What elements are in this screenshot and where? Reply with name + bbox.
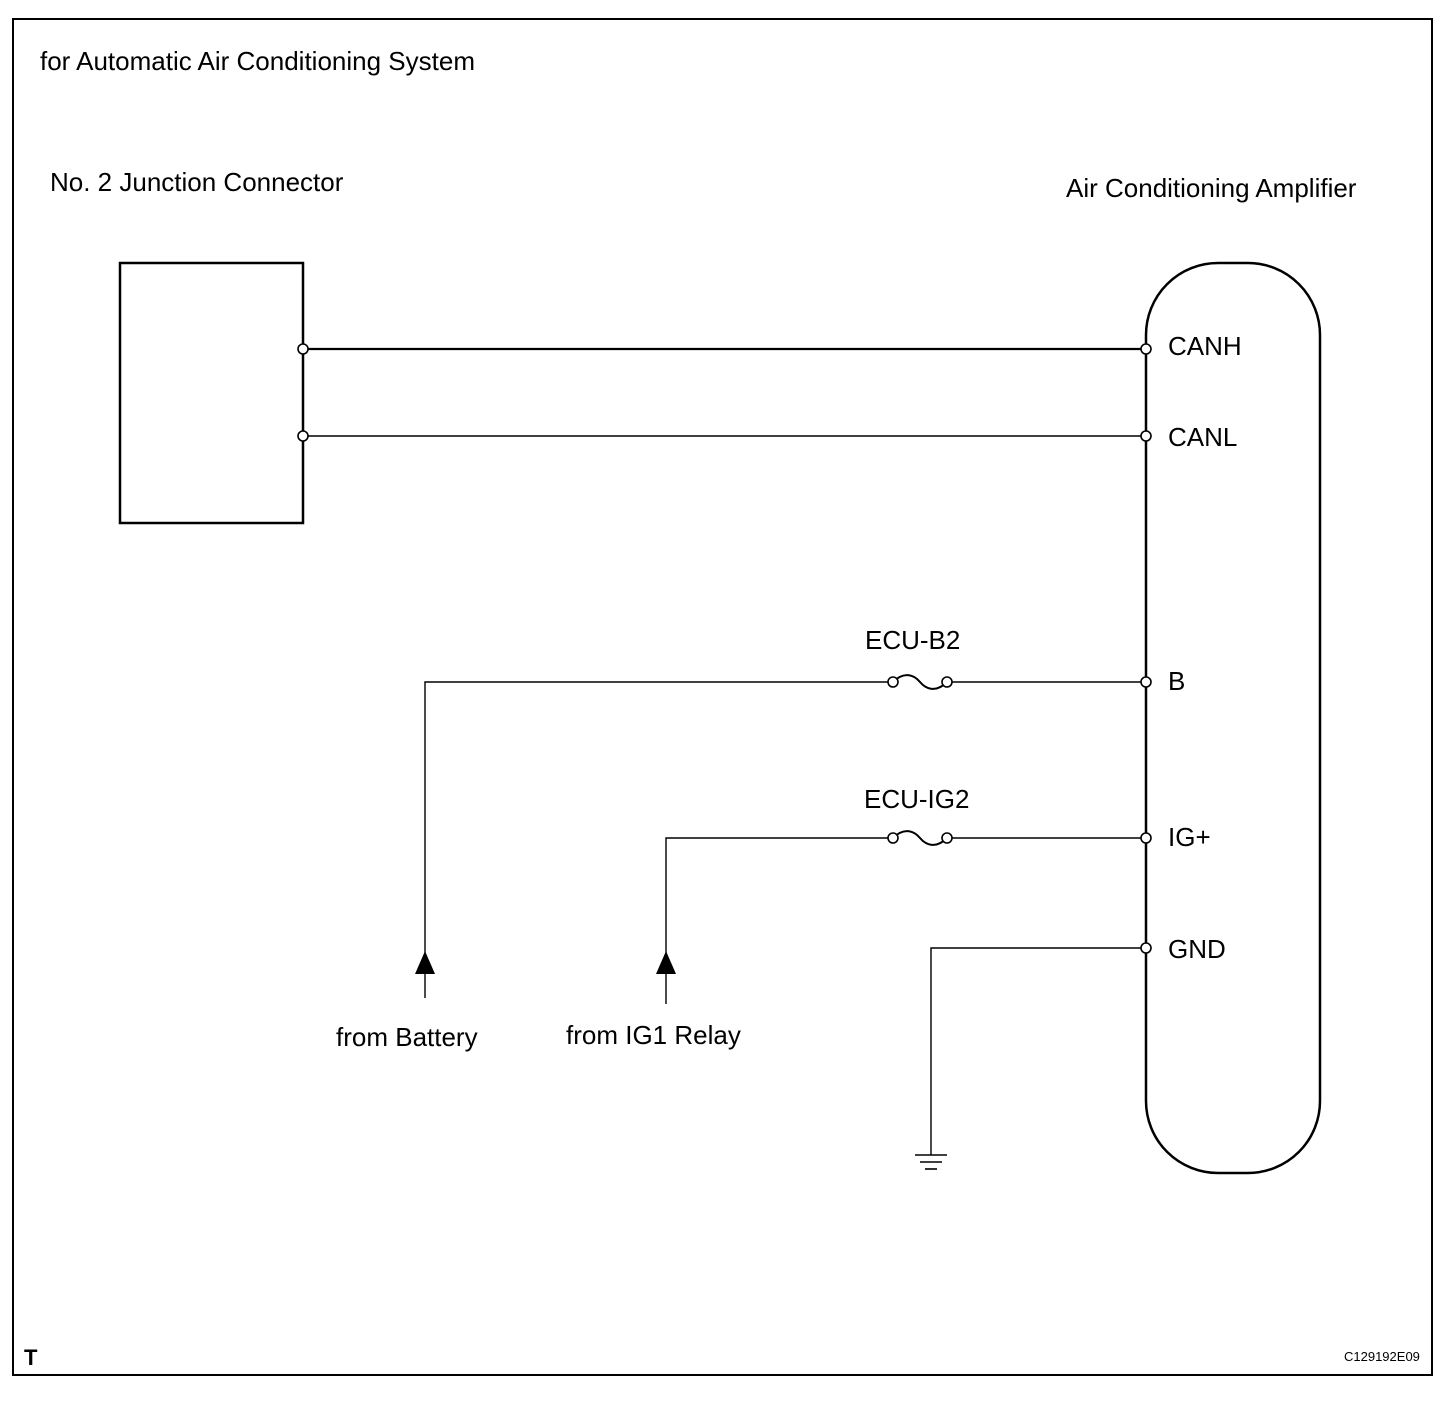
junction-connector-label: No. 2 Junction Connector	[50, 167, 344, 197]
ecu-ig2-fuse-terminal-left	[887, 832, 899, 844]
junction-connector-box	[118, 261, 305, 525]
amplifier-b-terminal	[1140, 676, 1152, 688]
figure-code: C129192E09	[1344, 1349, 1420, 1364]
ecu-b2-fuse-terminal-right	[941, 676, 953, 688]
battery-source-label: from Battery	[336, 1022, 478, 1052]
b-terminal-label: B	[1168, 666, 1186, 696]
ecu-ig2-fuse-label: ECU-IG2	[864, 784, 970, 814]
ecu-b2-fuse-label: ECU-B2	[865, 625, 961, 655]
amplifier-canl-terminal	[1140, 430, 1152, 442]
junction-canl-terminal	[297, 430, 309, 442]
ecu-b2-fuse-terminal-left	[887, 676, 899, 688]
gnd-terminal-label: GND	[1168, 934, 1226, 964]
ig-terminal-label: IG+	[1168, 822, 1211, 852]
ig1-relay-source-label: from IG1 Relay	[566, 1020, 741, 1050]
amplifier-body	[1144, 261, 1322, 1175]
canh-terminal-label: CANH	[1168, 331, 1242, 361]
ecu-ig2-fuse-icon	[892, 830, 948, 846]
gnd-wire	[930, 947, 1146, 1155]
diagram-title: for Automatic Air Conditioning System	[40, 46, 475, 76]
junction-canh-terminal	[297, 343, 309, 355]
footer-marker: T	[24, 1345, 38, 1370]
ground-icon	[915, 1154, 947, 1170]
amplifier-label: Air Conditioning Amplifier	[1066, 173, 1357, 203]
amplifier-canh-terminal	[1140, 343, 1152, 355]
amplifier-gnd-terminal	[1140, 942, 1152, 954]
ig1-relay-wire	[665, 837, 893, 1004]
amplifier-ig-terminal	[1140, 832, 1152, 844]
battery-arrow-icon	[415, 951, 435, 974]
battery-wire	[424, 681, 893, 998]
ig1-relay-arrow-icon	[656, 951, 676, 974]
ecu-b2-fuse-icon	[892, 674, 948, 690]
ecu-ig2-fuse-terminal-right	[941, 832, 953, 844]
canl-terminal-label: CANL	[1168, 422, 1238, 452]
